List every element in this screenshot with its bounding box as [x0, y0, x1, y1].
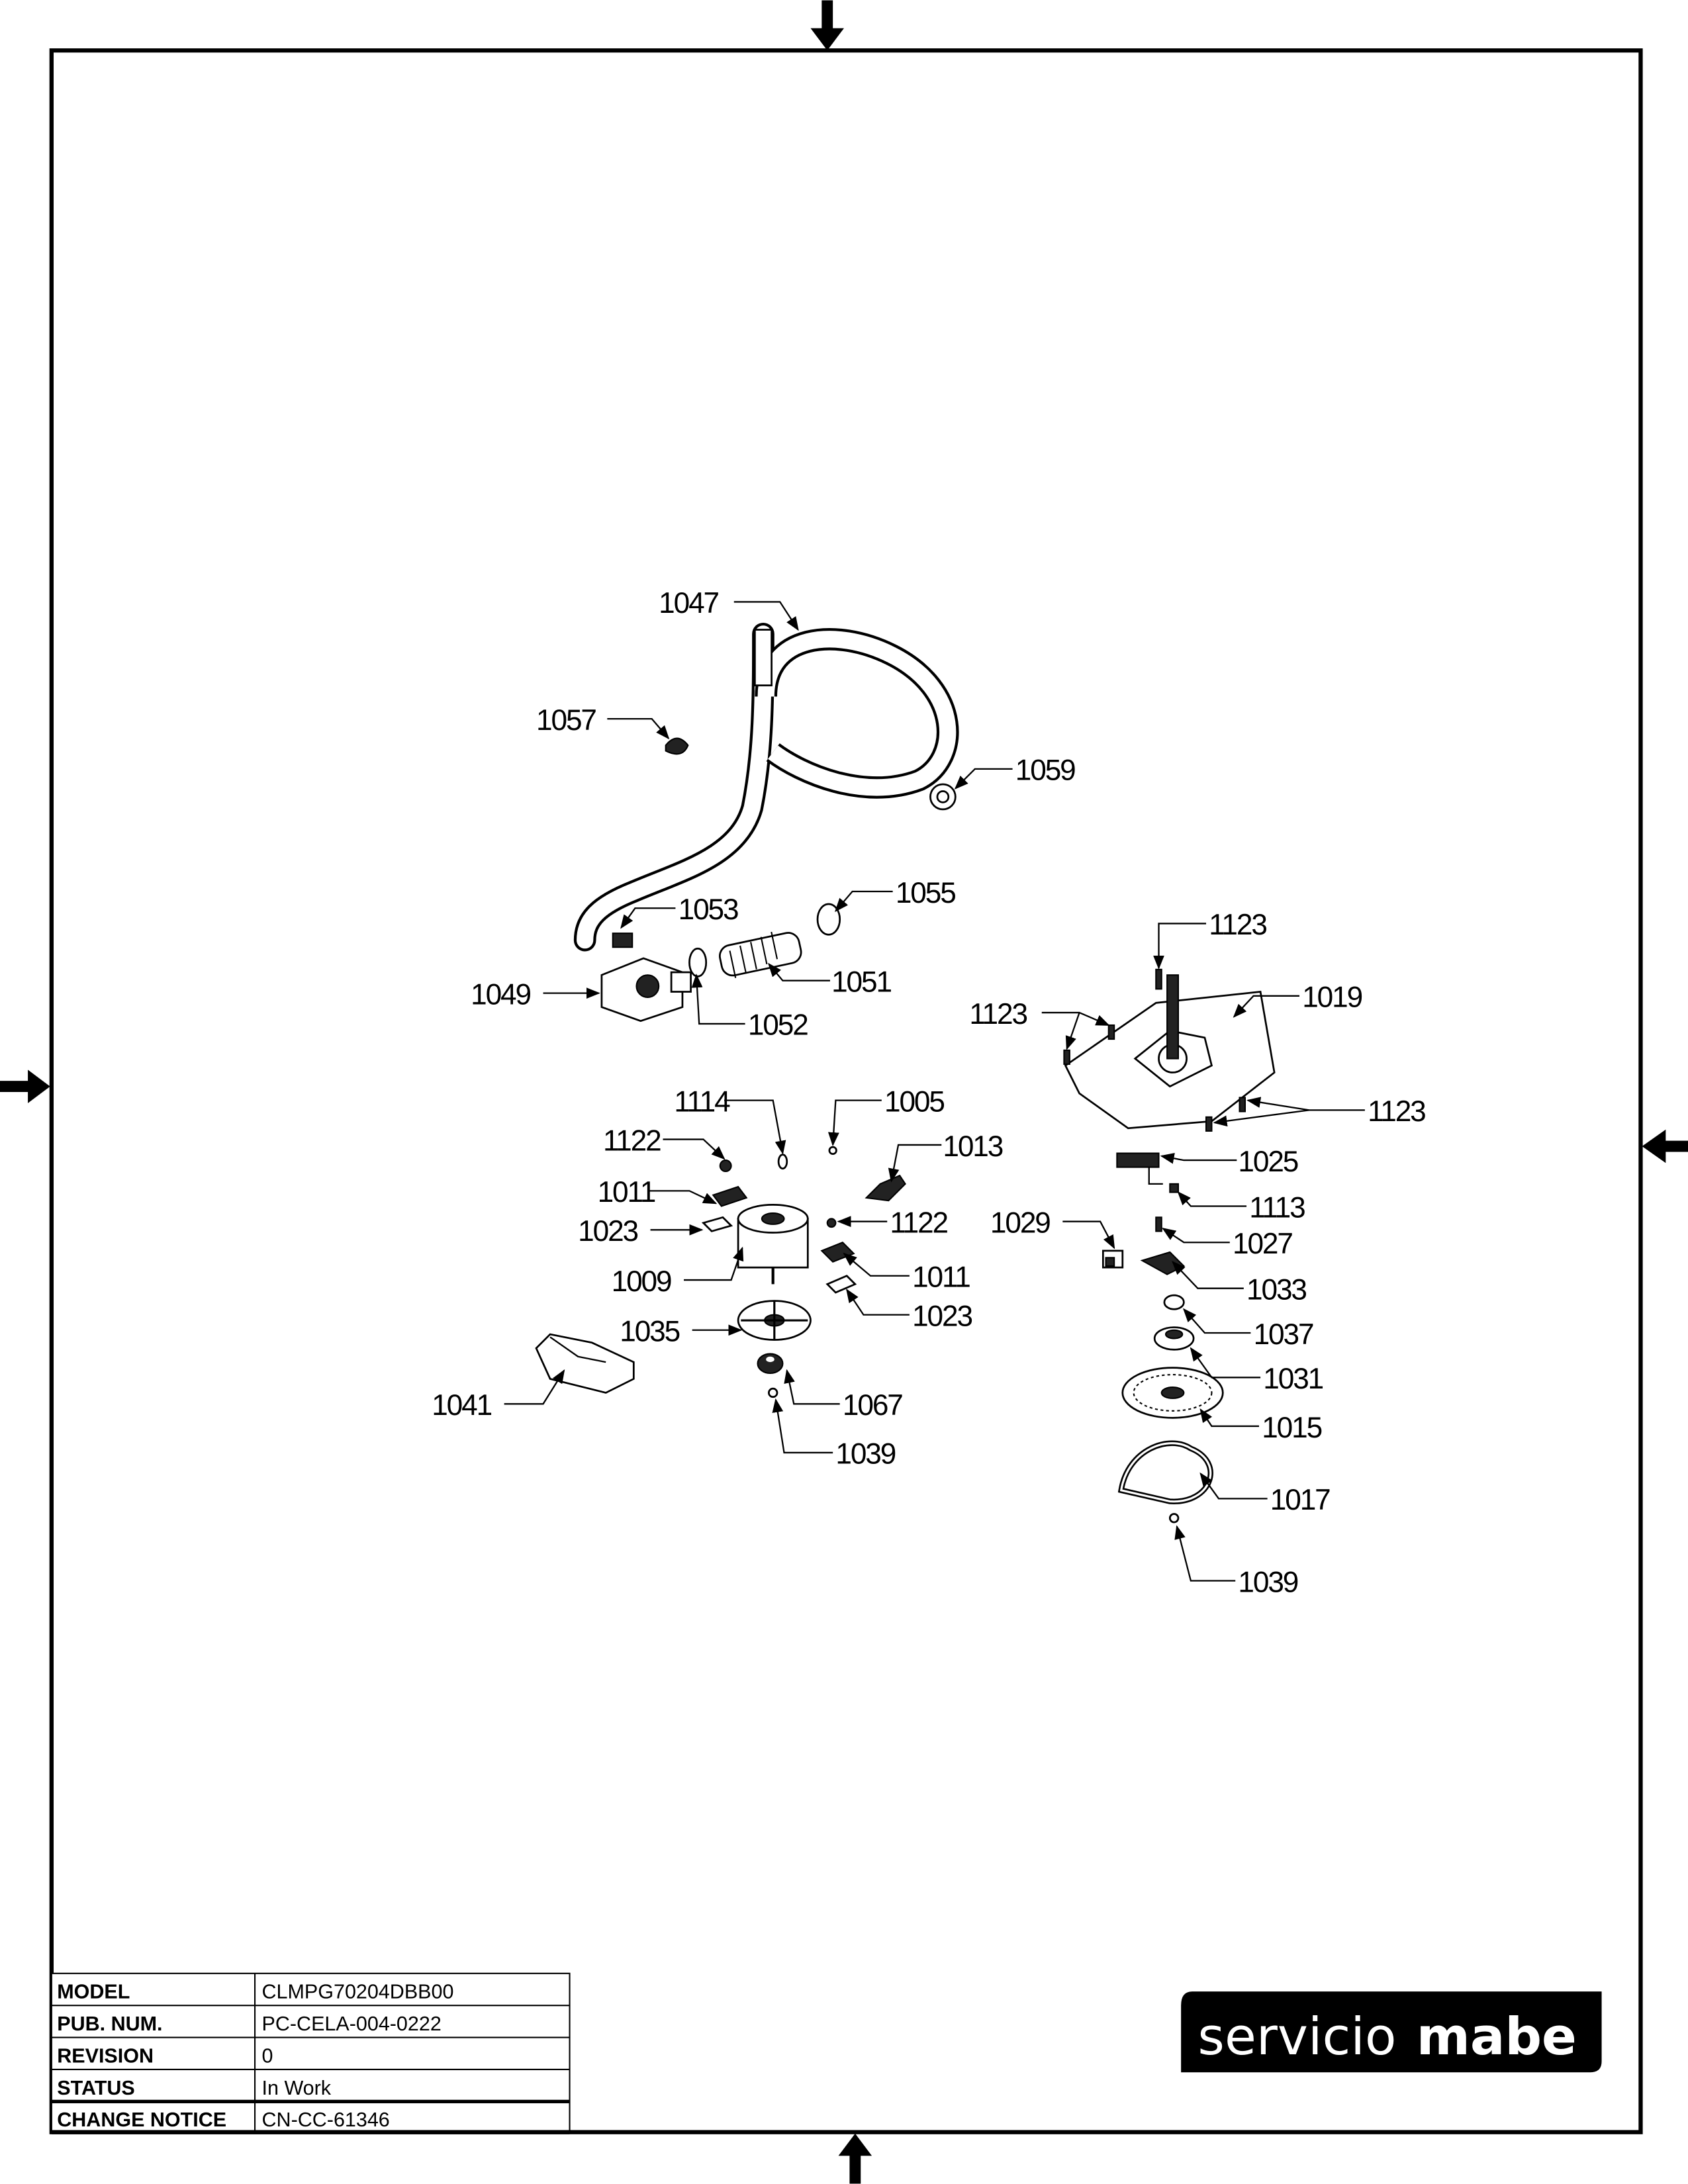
callout-1123: 1123 — [969, 998, 1027, 1030]
counterweight-1041 — [535, 1333, 635, 1394]
callout-1019: 1019 — [1302, 981, 1362, 1014]
pulley-1015 — [1121, 1367, 1224, 1419]
callout-1059: 1059 — [1015, 754, 1075, 787]
callout-1037: 1037 — [1254, 1318, 1313, 1351]
callout-1035: 1035 — [620, 1316, 679, 1348]
callout-1025: 1025 — [1238, 1146, 1297, 1178]
callout-1122: 1122 — [603, 1124, 661, 1157]
centering-arrow-bottom — [838, 2133, 872, 2184]
callout-labels: 1047 1057 1059 1055 1053 1051 1049 1052 … — [432, 587, 1427, 1598]
leader-lines — [504, 601, 1365, 1582]
servicio-mabe-logo: servicio mabe — [1181, 1991, 1602, 2073]
motor-pulley-fan-1035 — [737, 1300, 812, 1341]
revision-label: REVISION — [57, 2044, 154, 2067]
nut-1039a — [768, 1387, 778, 1398]
pump-hose — [719, 931, 802, 978]
motor-1009 — [737, 1204, 809, 1285]
drain-hose — [573, 622, 959, 952]
callout-1114: 1114 — [674, 1085, 730, 1118]
callout-1113: 1113 — [1249, 1191, 1305, 1224]
bracket-1011b — [820, 1241, 855, 1263]
callout-1041: 1041 — [432, 1389, 491, 1422]
bearing-1037 — [1163, 1294, 1185, 1310]
nut-1039b — [1168, 1513, 1180, 1524]
callout-1033: 1033 — [1246, 1273, 1306, 1306]
callout-1005: 1005 — [884, 1085, 944, 1118]
callout-1013: 1013 — [943, 1130, 1002, 1163]
drain-pump — [600, 957, 692, 1023]
callout-1023: 1023 — [578, 1215, 637, 1248]
model-value: CLMPG70204DBB00 — [262, 1981, 454, 2003]
clamp — [816, 903, 841, 936]
status-value: In Work — [262, 2077, 332, 2099]
callout-1051: 1051 — [831, 966, 891, 999]
spring-1027 — [1155, 1216, 1162, 1232]
callout-1047: 1047 — [659, 587, 718, 619]
drive-belt-1017 — [1117, 1440, 1213, 1504]
callout-1011: 1011 — [598, 1176, 655, 1208]
bracket-1011a — [712, 1185, 748, 1207]
centering-arrow-top — [810, 0, 844, 51]
screws-1123 — [1063, 968, 1246, 1132]
switch-1029 — [1102, 1250, 1124, 1269]
brake-lever-1033 — [1140, 1251, 1186, 1275]
callout-1009: 1009 — [612, 1265, 671, 1298]
callout-1015: 1015 — [1262, 1412, 1321, 1444]
clip-1114 — [777, 1154, 788, 1170]
callout-1039: 1039 — [835, 1438, 895, 1471]
callout-1123: 1123 — [1368, 1095, 1425, 1128]
callout-1055: 1055 — [896, 877, 955, 909]
hose-holder — [929, 783, 957, 811]
centering-arrow-right — [1642, 1129, 1688, 1163]
callout-1029: 1029 — [990, 1207, 1050, 1240]
drawing-border — [49, 48, 1643, 2134]
callout-1067: 1067 — [843, 1389, 902, 1422]
capacitor-bracket-1013 — [865, 1174, 906, 1202]
model-label: MODEL — [57, 1981, 130, 2003]
screw-1122a — [719, 1160, 732, 1172]
status-label: STATUS — [57, 2077, 134, 2099]
pad-1023a — [701, 1216, 733, 1232]
callout-1057: 1057 — [536, 704, 596, 737]
callout-1122: 1122 — [890, 1207, 947, 1240]
callout-1017: 1017 — [1270, 1484, 1330, 1516]
pulley-1067 — [757, 1353, 784, 1375]
screw-1113 — [1169, 1183, 1180, 1193]
callout-1031: 1031 — [1263, 1363, 1323, 1395]
hose-clamp-ring — [688, 947, 708, 978]
pulley-hub-1031 — [1153, 1326, 1195, 1351]
callout-1039: 1039 — [1238, 1566, 1297, 1598]
pin-1005 — [828, 1146, 837, 1155]
callout-1049: 1049 — [471, 978, 530, 1011]
mounting-plate — [1064, 974, 1276, 1130]
logo-text-servicio: servicio — [1197, 2007, 1396, 2067]
pad-1023b — [825, 1275, 857, 1294]
callout-1011: 1011 — [912, 1261, 970, 1294]
callout-1052: 1052 — [748, 1009, 808, 1042]
screw-1122b — [826, 1218, 837, 1228]
callout-1023: 1023 — [912, 1300, 972, 1332]
change-notice-label: CHANGE NOTICE — [57, 2109, 226, 2131]
centering-arrow-left — [0, 1069, 50, 1103]
pub-num-label: PUB. NUM. — [57, 2013, 162, 2035]
title-block: MODEL CLMPG70204DBB00 PUB. NUM. PC-CELA-… — [50, 1972, 571, 2134]
pub-num-value: PC-CELA-004-0222 — [262, 2013, 442, 2035]
callout-1123: 1123 — [1209, 909, 1266, 941]
hose-clip — [665, 737, 689, 755]
change-notice-value: CN-CC-61346 — [262, 2109, 390, 2131]
logo-text-mabe: mabe — [1417, 2007, 1577, 2067]
actuator-assembly — [1116, 1152, 1163, 1185]
callout-1053: 1053 — [679, 893, 738, 926]
revision-value: 0 — [262, 2044, 273, 2067]
clamp-small — [612, 933, 633, 948]
callout-1027: 1027 — [1233, 1228, 1292, 1260]
